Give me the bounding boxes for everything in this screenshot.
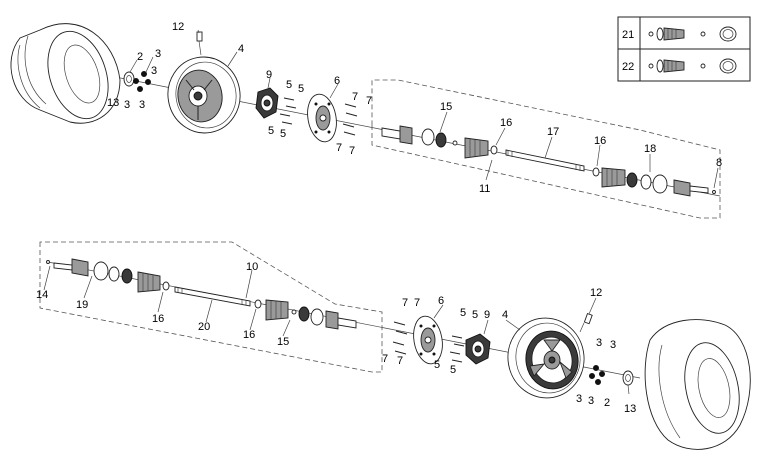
bottom-callout-16a: 16 [152,313,164,325]
top-callout-16b: 16 [594,135,606,147]
top-callout-18: 18 [644,143,656,155]
bottom-callout-3d: 3 [588,395,594,407]
top-leader-lines [129,29,719,189]
top-callout-12: 12 [172,21,184,33]
bottom-cv-boot-inner [254,299,289,321]
bottom-valve-stem [579,312,593,333]
bottom-disc-bolts [392,321,408,355]
top-callout-3d: 3 [139,99,145,111]
bottom-callout-3b: 3 [610,339,616,351]
top-callout-13: 13 [107,97,119,109]
top-callout-5d: 5 [280,128,286,140]
bottom-callout-5b: 5 [472,309,478,321]
top-callout-11: 11 [479,183,490,195]
top-cv-joint-outer [626,172,716,197]
top-axle-assembly-outline [371,79,721,219]
bottom-callout-5a: 5 [460,307,466,319]
top-callout-2: 2 [137,51,143,63]
top-callout-4: 4 [238,43,244,55]
top-callout-15: 15 [440,101,452,113]
top-valve-stem [196,31,203,56]
bottom-leader-lines [43,265,630,395]
top-cv-boot-outer [592,167,626,188]
bottom-callout-2: 2 [604,397,610,409]
legend-box: 21 22 [617,16,751,82]
bottom-callout-10: 10 [246,261,258,273]
bottom-hub-studs [449,335,465,363]
bottom-callout-16b: 16 [243,329,255,341]
bottom-callout-20: 20 [198,321,210,333]
top-callout-5a: 5 [286,79,292,91]
bottom-callouts: 10 14 19 16 20 16 15 7 7 7 7 6 5 5 9 4 5… [36,261,636,415]
top-callout-3a: 3 [155,48,161,60]
bottom-wheel-hub [465,333,491,365]
top-wheel-hub [255,87,279,119]
top-callout-17: 17 [547,126,559,138]
top-drive-shaft [505,149,585,172]
top-callout-7b: 7 [366,95,372,107]
bottom-cv-joint-outer [46,258,133,284]
bottom-callout-9: 9 [484,309,490,321]
bottom-callout-6: 6 [438,295,444,307]
top-tire [10,23,121,124]
top-cv-boot-inner [464,137,498,159]
bottom-callout-19: 19 [76,299,88,311]
bottom-cv-joint-inner [291,306,357,330]
bottom-callout-3c: 3 [576,393,582,405]
top-callout-7c: 7 [336,142,342,154]
bottom-callout-7d: 7 [397,355,403,367]
bottom-lug-nuts-3 [589,365,605,385]
top-callouts: 12 2 3 3 13 3 3 4 9 5 5 5 5 6 7 7 7 7 15… [107,21,722,195]
top-lug-nuts-3 [133,71,151,92]
legend-row-22-parts [648,58,737,74]
bottom-rim [507,317,585,399]
bottom-callout-13: 13 [624,403,636,415]
bottom-callout-15: 15 [277,336,289,348]
bottom-callout-7c: 7 [382,353,388,365]
top-callout-8: 8 [716,157,722,169]
bottom-tire [644,319,751,450]
bottom-callout-14: 14 [36,289,48,301]
top-hub-studs [279,97,297,125]
top-hub-nut-2 [123,71,135,87]
top-callout-3c: 3 [124,99,130,111]
top-callout-5b: 5 [298,83,304,95]
bottom-callout-7a: 7 [402,297,408,309]
legend-row-21-parts [648,26,737,42]
top-callout-7d: 7 [349,145,355,157]
bottom-callout-7b: 7 [414,297,420,309]
legend-label-22: 22 [622,61,634,73]
bottom-cv-boot-outer [137,271,170,293]
bottom-callout-4: 4 [502,309,508,321]
top-callout-7a: 7 [352,91,358,103]
top-callout-9: 9 [266,69,272,81]
bottom-callout-3a: 3 [596,337,602,349]
legend-label-21: 21 [622,29,634,41]
bottom-hub-nut-2 [622,370,634,386]
top-cv-joint-inner [381,125,458,148]
top-disc-bolts [342,103,358,136]
top-brake-disc [307,93,337,143]
bottom-callout-12: 12 [590,287,602,299]
bottom-brake-disc [413,315,443,365]
top-callout-3b: 3 [151,65,157,77]
top-callout-16a: 16 [500,117,512,129]
bottom-callout-5c: 5 [434,359,440,371]
bottom-drive-shaft [174,286,251,307]
top-callout-6: 6 [334,75,340,87]
bottom-callout-5d: 5 [450,364,456,376]
bottom-axle-assembly-outline [39,241,383,373]
top-rim [167,56,241,134]
top-callout-5c: 5 [268,125,274,137]
